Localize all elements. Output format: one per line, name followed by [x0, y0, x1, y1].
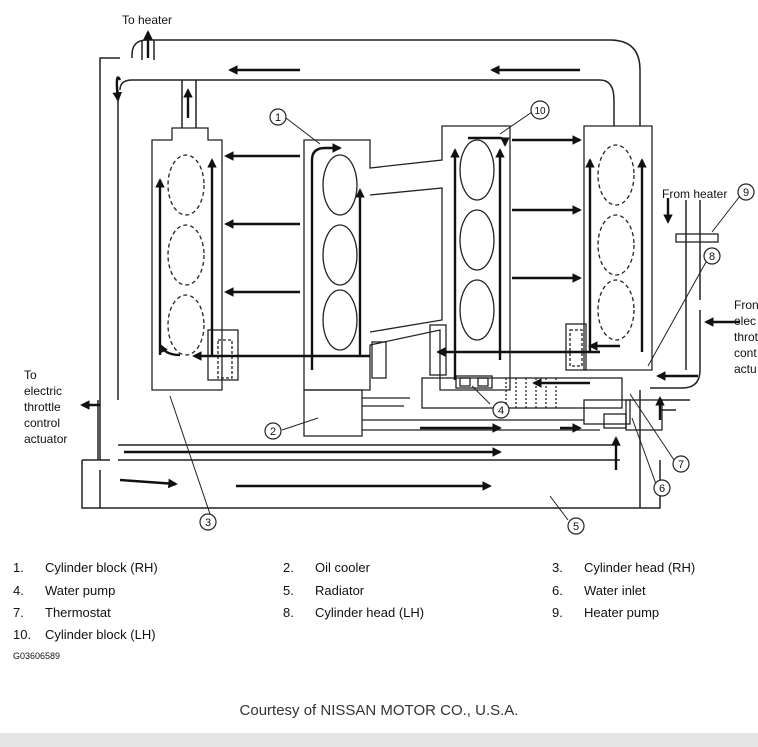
svg-text:9: 9: [743, 187, 749, 199]
label-from-heater: From heater: [662, 187, 727, 201]
callout-4: 4: [492, 401, 510, 419]
label-to-throttle: To electric throttle control actuator: [24, 368, 67, 446]
svg-text:throttle: throttle: [24, 400, 61, 414]
callout-6: 6: [653, 479, 671, 497]
water-pump-assembly: [362, 375, 663, 431]
cooling-system-diagram: To heater From heater To electric thrott…: [24, 13, 758, 535]
callout-7: 7: [672, 455, 690, 473]
flow-arrows: [80, 30, 740, 491]
svg-text:1: 1: [275, 112, 281, 124]
callout-1: 1: [269, 108, 287, 126]
svg-text:elec: elec: [734, 314, 756, 328]
legend: 1. Cylinder block (RH) 2. Oil cooler 3. …: [13, 560, 696, 642]
svg-text:Fron: Fron: [734, 298, 758, 312]
label-from-throttle: Fron elec throt cont actu: [734, 298, 758, 376]
svg-text:control: control: [24, 416, 60, 430]
callout-8: 8: [703, 247, 721, 265]
svg-text:actu: actu: [734, 362, 757, 376]
svg-text:actuator: actuator: [24, 432, 67, 446]
svg-text:5: 5: [573, 521, 579, 533]
figure-id: G03606589: [13, 651, 61, 661]
svg-text:electric: electric: [24, 384, 62, 398]
heater-pump: [675, 233, 719, 243]
svg-text:cont: cont: [734, 346, 757, 360]
coolant-pipes: [81, 39, 701, 509]
svg-text:10: 10: [534, 106, 546, 117]
callout-leaders: [169, 111, 741, 521]
svg-text:3: 3: [205, 517, 211, 529]
svg-text:6: 6: [659, 483, 665, 495]
svg-text:To: To: [24, 368, 37, 382]
svg-text:7: 7: [678, 459, 684, 471]
svg-text:throt: throt: [734, 330, 758, 344]
cylinder-head-rh: [151, 127, 239, 391]
cylinder-block-rh: [303, 125, 511, 391]
cylinder-head-lh: [565, 125, 653, 371]
label-to-heater: To heater: [122, 13, 172, 27]
callout-2: 2: [264, 422, 282, 440]
callout-9: 9: [737, 183, 755, 201]
callout-5: 5: [567, 517, 585, 535]
svg-text:2: 2: [270, 426, 276, 438]
svg-text:4: 4: [498, 405, 504, 417]
svg-text:8: 8: [709, 251, 715, 263]
oil-cooler: [303, 389, 410, 437]
credit-line: Courtesy of NISSAN MOTOR CO., U.S.A.: [239, 702, 519, 719]
callout-10: 10: [530, 100, 550, 120]
bottom-bar: [0, 733, 758, 747]
cylinder-block-lh: [459, 139, 495, 341]
callout-3: 3: [199, 513, 217, 531]
